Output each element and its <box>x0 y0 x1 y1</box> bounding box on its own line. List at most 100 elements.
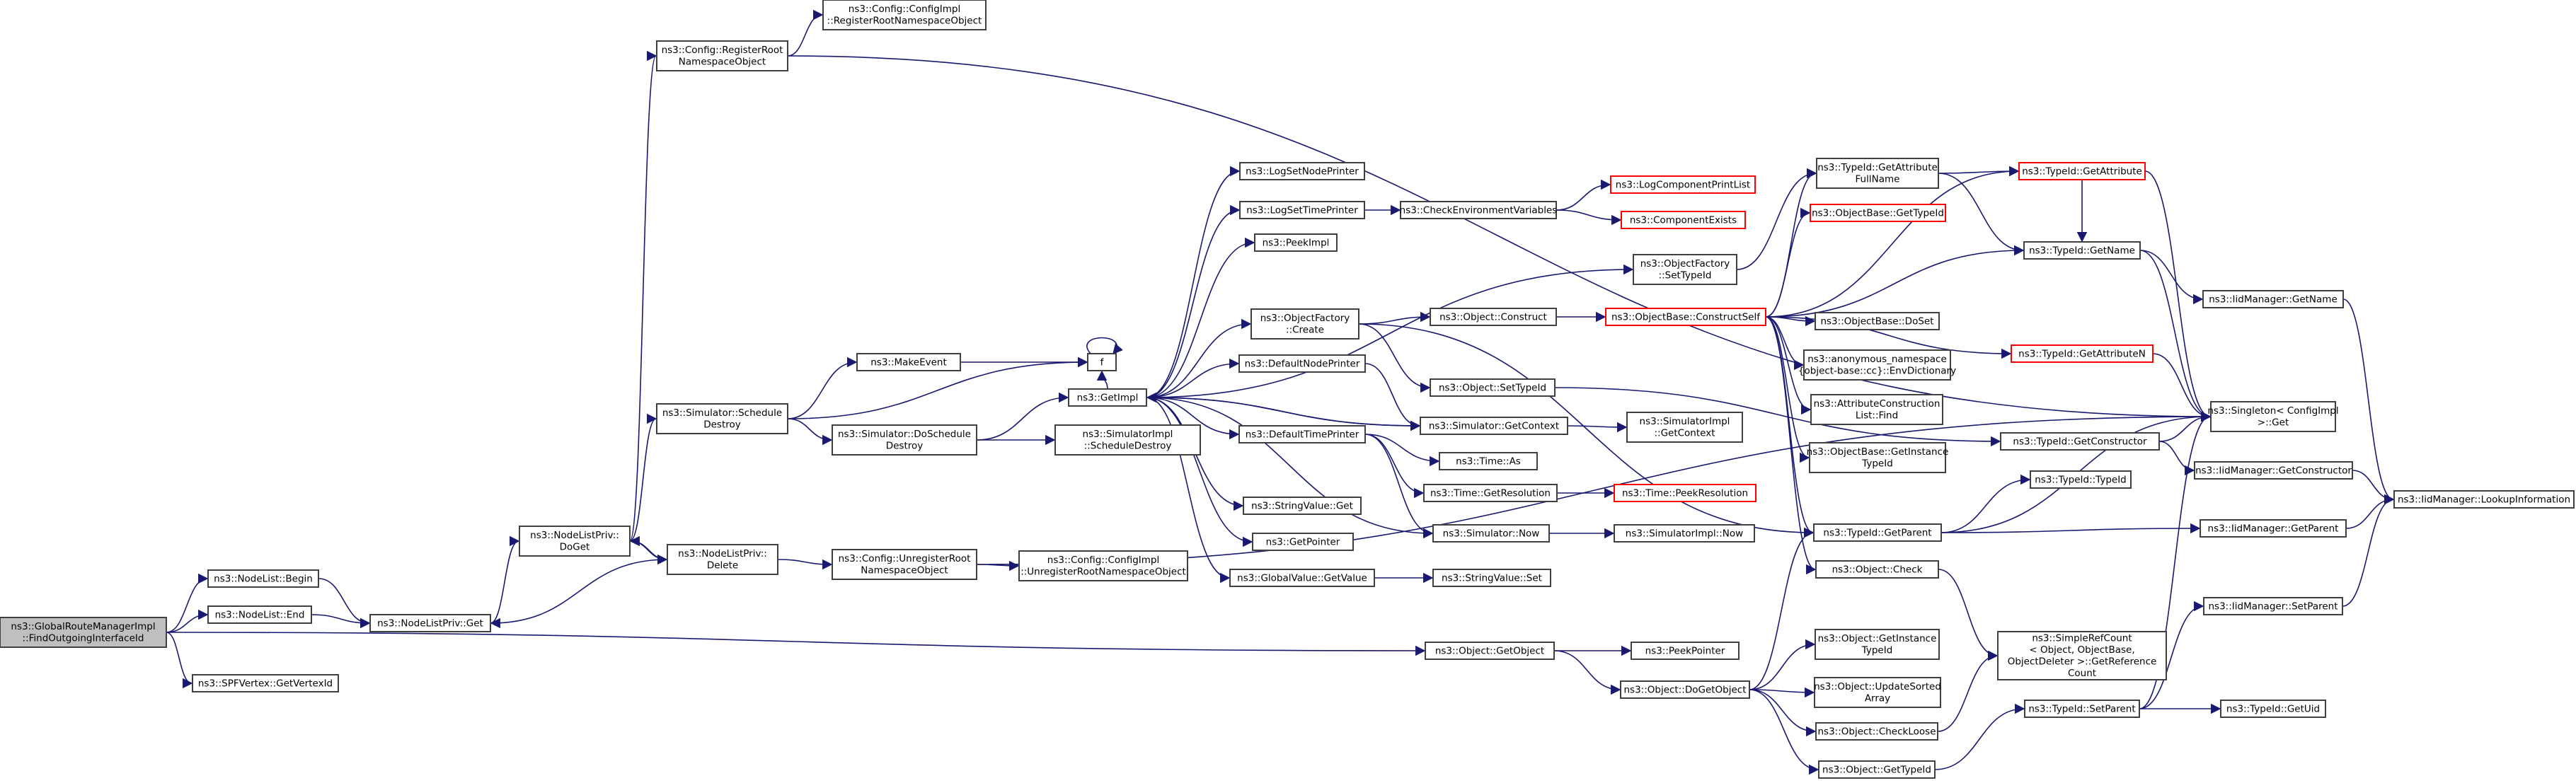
edge-tidGetName-to-iidGetName <box>2139 250 2204 305</box>
node-box <box>1054 424 1201 456</box>
node-ofSetTypeId[interactable]: ns3::ObjectFactory::SetTypeId <box>1633 254 1737 285</box>
node-tidSetParent[interactable]: ns3::TypeId::SetParent <box>2024 700 2140 718</box>
node-tidGetCtor[interactable]: ns3::TypeId::GetConstructor <box>2000 432 2160 451</box>
node-label: TypeId <box>1861 458 1893 470</box>
node-objDoGetObject[interactable]: ns3::Object::DoGetObject <box>1620 680 1750 699</box>
node-nlEnd[interactable]: ns3::NodeList::End <box>207 605 312 624</box>
node-strSet[interactable]: ns3::StringValue::Set <box>1432 569 1551 587</box>
node-cfgImplReg[interactable]: ns3::Config::ConfigImpl::RegisterRootNam… <box>822 0 987 30</box>
node-root[interactable]: ns3::GlobalRouteManagerImpl::FindOutgoin… <box>0 617 167 648</box>
node-objGetTypeId[interactable]: ns3::Object::GetTypeId <box>1818 760 1936 779</box>
node-timeGetRes[interactable]: ns3::Time::GetResolution <box>1423 484 1558 502</box>
node-box <box>1423 484 1558 502</box>
node-strGet[interactable]: ns3::StringValue::Get <box>1243 497 1362 515</box>
node-srcGetRef[interactable]: ns3::SimpleRefCount< Object, ObjectBase,… <box>1997 631 2167 680</box>
edge-objCheck-to-srcGetRef <box>1938 569 1999 661</box>
node-getImpl[interactable]: ns3::GetImpl <box>1068 388 1147 407</box>
node-label: ns3::LogComponentPrintList <box>1616 179 1750 190</box>
node-singletonGet[interactable]: ns3::Singleton< ConfigImpl >::Get <box>2207 401 2339 432</box>
node-simSchedDestroy[interactable]: ns3::Simulator::ScheduleDestroy <box>656 403 788 434</box>
node-logTime[interactable]: ns3::LogSetTimePrinter <box>1239 201 1365 219</box>
node-simImplNow[interactable]: ns3::SimulatorImpl::Now <box>1614 524 1755 543</box>
node-box <box>2030 470 2132 489</box>
node-iidGetParent[interactable]: ns3::IidManager::GetParent <box>2200 519 2347 538</box>
node-simNow[interactable]: ns3::Simulator::Now <box>1432 524 1550 543</box>
node-tidGetUid[interactable]: ns3::TypeId::GetUid <box>2220 700 2326 718</box>
edge-getImpl-to-defNode <box>1146 358 1240 398</box>
node-label: ns3::Object::Check <box>1832 564 1923 575</box>
node-cfgUnreg[interactable]: ns3::Config::UnregisterRootNamespaceObje… <box>832 549 977 580</box>
edge-ofCreate-to-objSetTypeId <box>1358 323 1431 393</box>
node-timePeekRes[interactable]: ns3::Time::PeekResolution <box>1614 484 1756 502</box>
node-label: ns3::Simulator::Now <box>1443 528 1540 539</box>
node-nlpGet[interactable]: ns3::NodeListPriv::Get <box>369 614 491 632</box>
node-box <box>1432 524 1550 543</box>
node-tidTypeId[interactable]: ns3::TypeId::TypeId <box>2030 470 2132 489</box>
node-tidGetParent[interactable]: ns3::TypeId::GetParent <box>1813 523 1942 542</box>
node-label: ns3::GlobalValue::GetValue <box>1237 572 1367 584</box>
node-objSetTypeId[interactable]: ns3::Object::SetTypeId <box>1430 378 1556 397</box>
node-label: ::ScheduleDestroy <box>1084 441 1172 452</box>
node-label: ns3::ObjectBase::ConstructSelf <box>1611 311 1761 323</box>
node-anonEnv[interactable]: ns3::anonymous_namespace{object-base::cc… <box>1798 349 1956 381</box>
node-label: ns3::Singleton< ConfigImpl <box>2207 405 2338 417</box>
node-gvGetValue[interactable]: ns3::GlobalValue::GetValue <box>1229 569 1375 587</box>
edge-nlEnd-to-nlpGet <box>311 614 371 629</box>
node-label: ns3::anonymous_namespace <box>1807 354 1947 365</box>
node-spf[interactable]: ns3::SPFVertex::GetVertexId <box>192 674 339 692</box>
node-simGetContext[interactable]: ns3::Simulator::GetContext <box>1420 417 1568 435</box>
node-label: ns3::SimulatorImpl <box>1083 429 1173 440</box>
node-compExists[interactable]: ns3::ComponentExists <box>1621 211 1746 229</box>
node-getPtr[interactable]: ns3::GetPointer <box>1252 533 1354 551</box>
node-label: ns3::IidManager::LookupInformation <box>2398 494 2570 505</box>
node-label: ns3::Object::GetTypeId <box>1822 764 1931 775</box>
node-iidLookup[interactable]: ns3::IidManager::LookupInformation <box>2393 490 2575 509</box>
node-nlpDelete[interactable]: ns3::NodeListPriv::Delete <box>667 544 778 575</box>
node-obGetTypeId[interactable]: ns3::ObjectBase::GetTypeId <box>1810 204 1946 222</box>
node-cfgReg[interactable]: ns3::Config::RegisterRootNamespaceObject <box>656 40 788 71</box>
node-box <box>1238 354 1366 373</box>
node-cfgImplUnreg[interactable]: ns3::Config::ConfigImpl::UnregisterRootN… <box>1018 550 1188 581</box>
node-makeEvent[interactable]: ns3::MakeEvent <box>856 353 961 371</box>
node-label: ns3::NodeList::Begin <box>214 573 313 584</box>
node-objCheck[interactable]: ns3::Object::Check <box>1815 560 1939 579</box>
node-label: ns3::NodeList::End <box>215 609 305 620</box>
node-label: DoGet <box>560 542 590 553</box>
node-box <box>1809 442 1946 473</box>
node-obDoSet[interactable]: ns3::ObjectBase::DoSet <box>1815 312 1940 330</box>
node-peekImpl[interactable]: ns3::PeekImpl <box>1254 233 1338 252</box>
node-tidGetAttribute[interactable]: ns3::TypeId::GetAttribute <box>2018 162 2146 180</box>
node-iidSetParent[interactable]: ns3::IidManager::SetParent <box>2203 597 2343 615</box>
node-defNode[interactable]: ns3::DefaultNodePrinter <box>1238 354 1366 373</box>
node-label: ns3::ObjectFactory <box>1640 258 1730 269</box>
node-logCompPrint[interactable]: ns3::LogComponentPrintList <box>1610 175 1756 194</box>
edge-obConstructSelf-to-tidGetAttributeN <box>1765 316 2012 359</box>
node-ofCreate[interactable]: ns3::ObjectFactory::Create <box>1250 308 1359 340</box>
node-objConstruct[interactable]: ns3::Object::Construct <box>1430 308 1557 326</box>
node-obConstructSelf[interactable]: ns3::ObjectBase::ConstructSelf <box>1605 308 1766 326</box>
node-objGetObject[interactable]: ns3::Object::GetObject <box>1425 642 1555 660</box>
node-fCall[interactable]: f <box>1087 353 1117 371</box>
node-tidGetName[interactable]: ns3::TypeId::GetName <box>2023 241 2141 260</box>
node-peekPointer[interactable]: ns3::PeekPointer <box>1631 642 1740 660</box>
node-checkEnv[interactable]: ns3::CheckEnvironmentVariables <box>1400 201 1558 219</box>
node-tidGetAttributeN[interactable]: ns3::TypeId::GetAttributeN <box>2011 344 2154 363</box>
node-defTime[interactable]: ns3::DefaultTimePrinter <box>1238 425 1366 443</box>
node-nlpDoGet[interactable]: ns3::NodeListPriv::DoGet <box>519 526 631 557</box>
node-timeAs[interactable]: ns3::Time::As <box>1439 452 1538 470</box>
node-nlBegin[interactable]: ns3::NodeList::Begin <box>207 569 319 588</box>
node-iidGetCtor[interactable]: ns3::IidManager::GetConstructor <box>2194 461 2353 480</box>
node-iidGetName[interactable]: ns3::IidManager::GetName <box>2202 290 2344 308</box>
node-objCheckLoose[interactable]: ns3::Object::CheckLoose <box>1815 722 1938 741</box>
node-label: ns3::IidManager::SetParent <box>2209 601 2338 612</box>
node-simImplSched[interactable]: ns3::SimulatorImpl::ScheduleDestroy <box>1054 424 1201 456</box>
edge-root-to-spf <box>166 632 193 689</box>
node-logNode[interactable]: ns3::LogSetNodePrinter <box>1239 162 1365 180</box>
node-simImplGetContext[interactable]: ns3::SimulatorImpl::GetContext <box>1626 412 1743 443</box>
